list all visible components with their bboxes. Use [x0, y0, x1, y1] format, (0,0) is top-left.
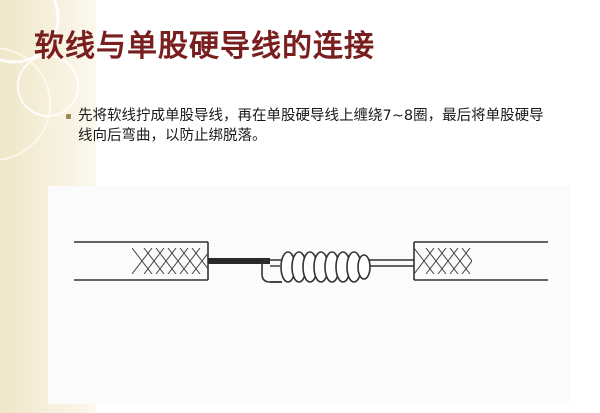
- decorative-rings: [0, 0, 79, 161]
- twisted-soft-core: [208, 258, 270, 264]
- soft-wire-insulation: [74, 241, 209, 281]
- hard-wire-insulation: [413, 241, 548, 281]
- wire-connection-diagram: [48, 186, 570, 404]
- soft-wire-strands-hatch: [132, 248, 208, 274]
- instruction-text: 先将软线拧成单股导线，再在单股硬导线上缠绕7~8圈，最后将单股硬导线向后弯曲，以…: [78, 108, 544, 144]
- wire-coil-windings: [280, 251, 371, 283]
- bullet-icon: [66, 114, 71, 119]
- slide-title: 软线与单股硬导线的连接: [34, 29, 375, 64]
- hard-wire-hatch: [414, 248, 472, 274]
- hard-wire-bent-end: [261, 259, 296, 283]
